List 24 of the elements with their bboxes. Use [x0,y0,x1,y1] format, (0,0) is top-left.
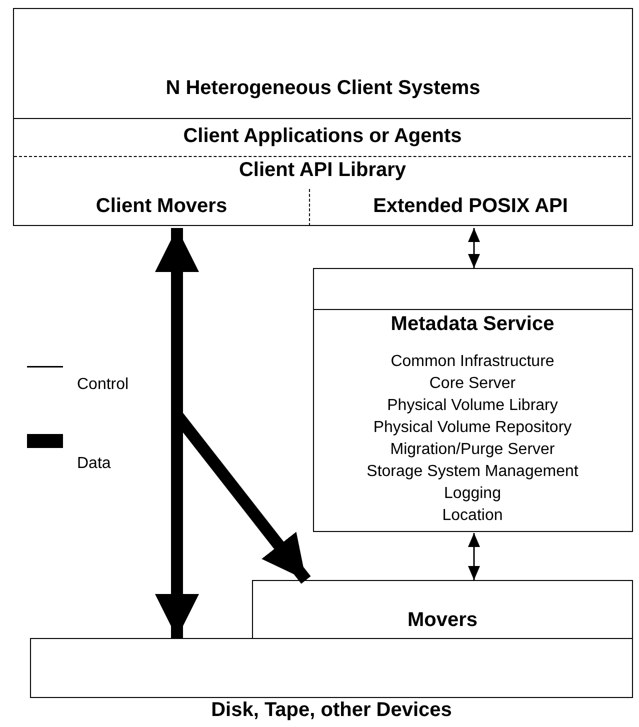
control-arrow [468,533,480,580]
legend-label: Data [77,455,111,473]
service-item: Common Infrastructure [390,352,556,372]
component-box [313,268,633,532]
layer-title: Client API Library [238,159,408,182]
service-item: Logging [443,484,502,504]
legend-label: Control [77,376,129,394]
client-systems-box [13,8,633,226]
component-title: Metadata Service [390,313,556,336]
component-box [252,580,633,639]
service-item: Storage System Management [366,462,580,482]
layer-title: N Heterogeneous Client Systems [164,77,482,100]
layer-title: Extended POSIX API [372,195,569,218]
service-item: Physical Volume Library [386,396,559,416]
service-item: Physical Volume Repository [372,418,573,438]
layer-title: Client Applications or Agents [182,125,463,148]
layer-title: Client Movers [94,195,228,218]
service-item: Core Server [428,374,517,394]
layer-title: Disk, Tape, other Devices [210,699,453,722]
control-arrow [468,228,480,268]
service-item: Location [441,506,504,526]
layer-band [14,156,631,225]
service-item: Migration/Purge Server [389,440,556,460]
layer-title: Movers [406,609,479,632]
